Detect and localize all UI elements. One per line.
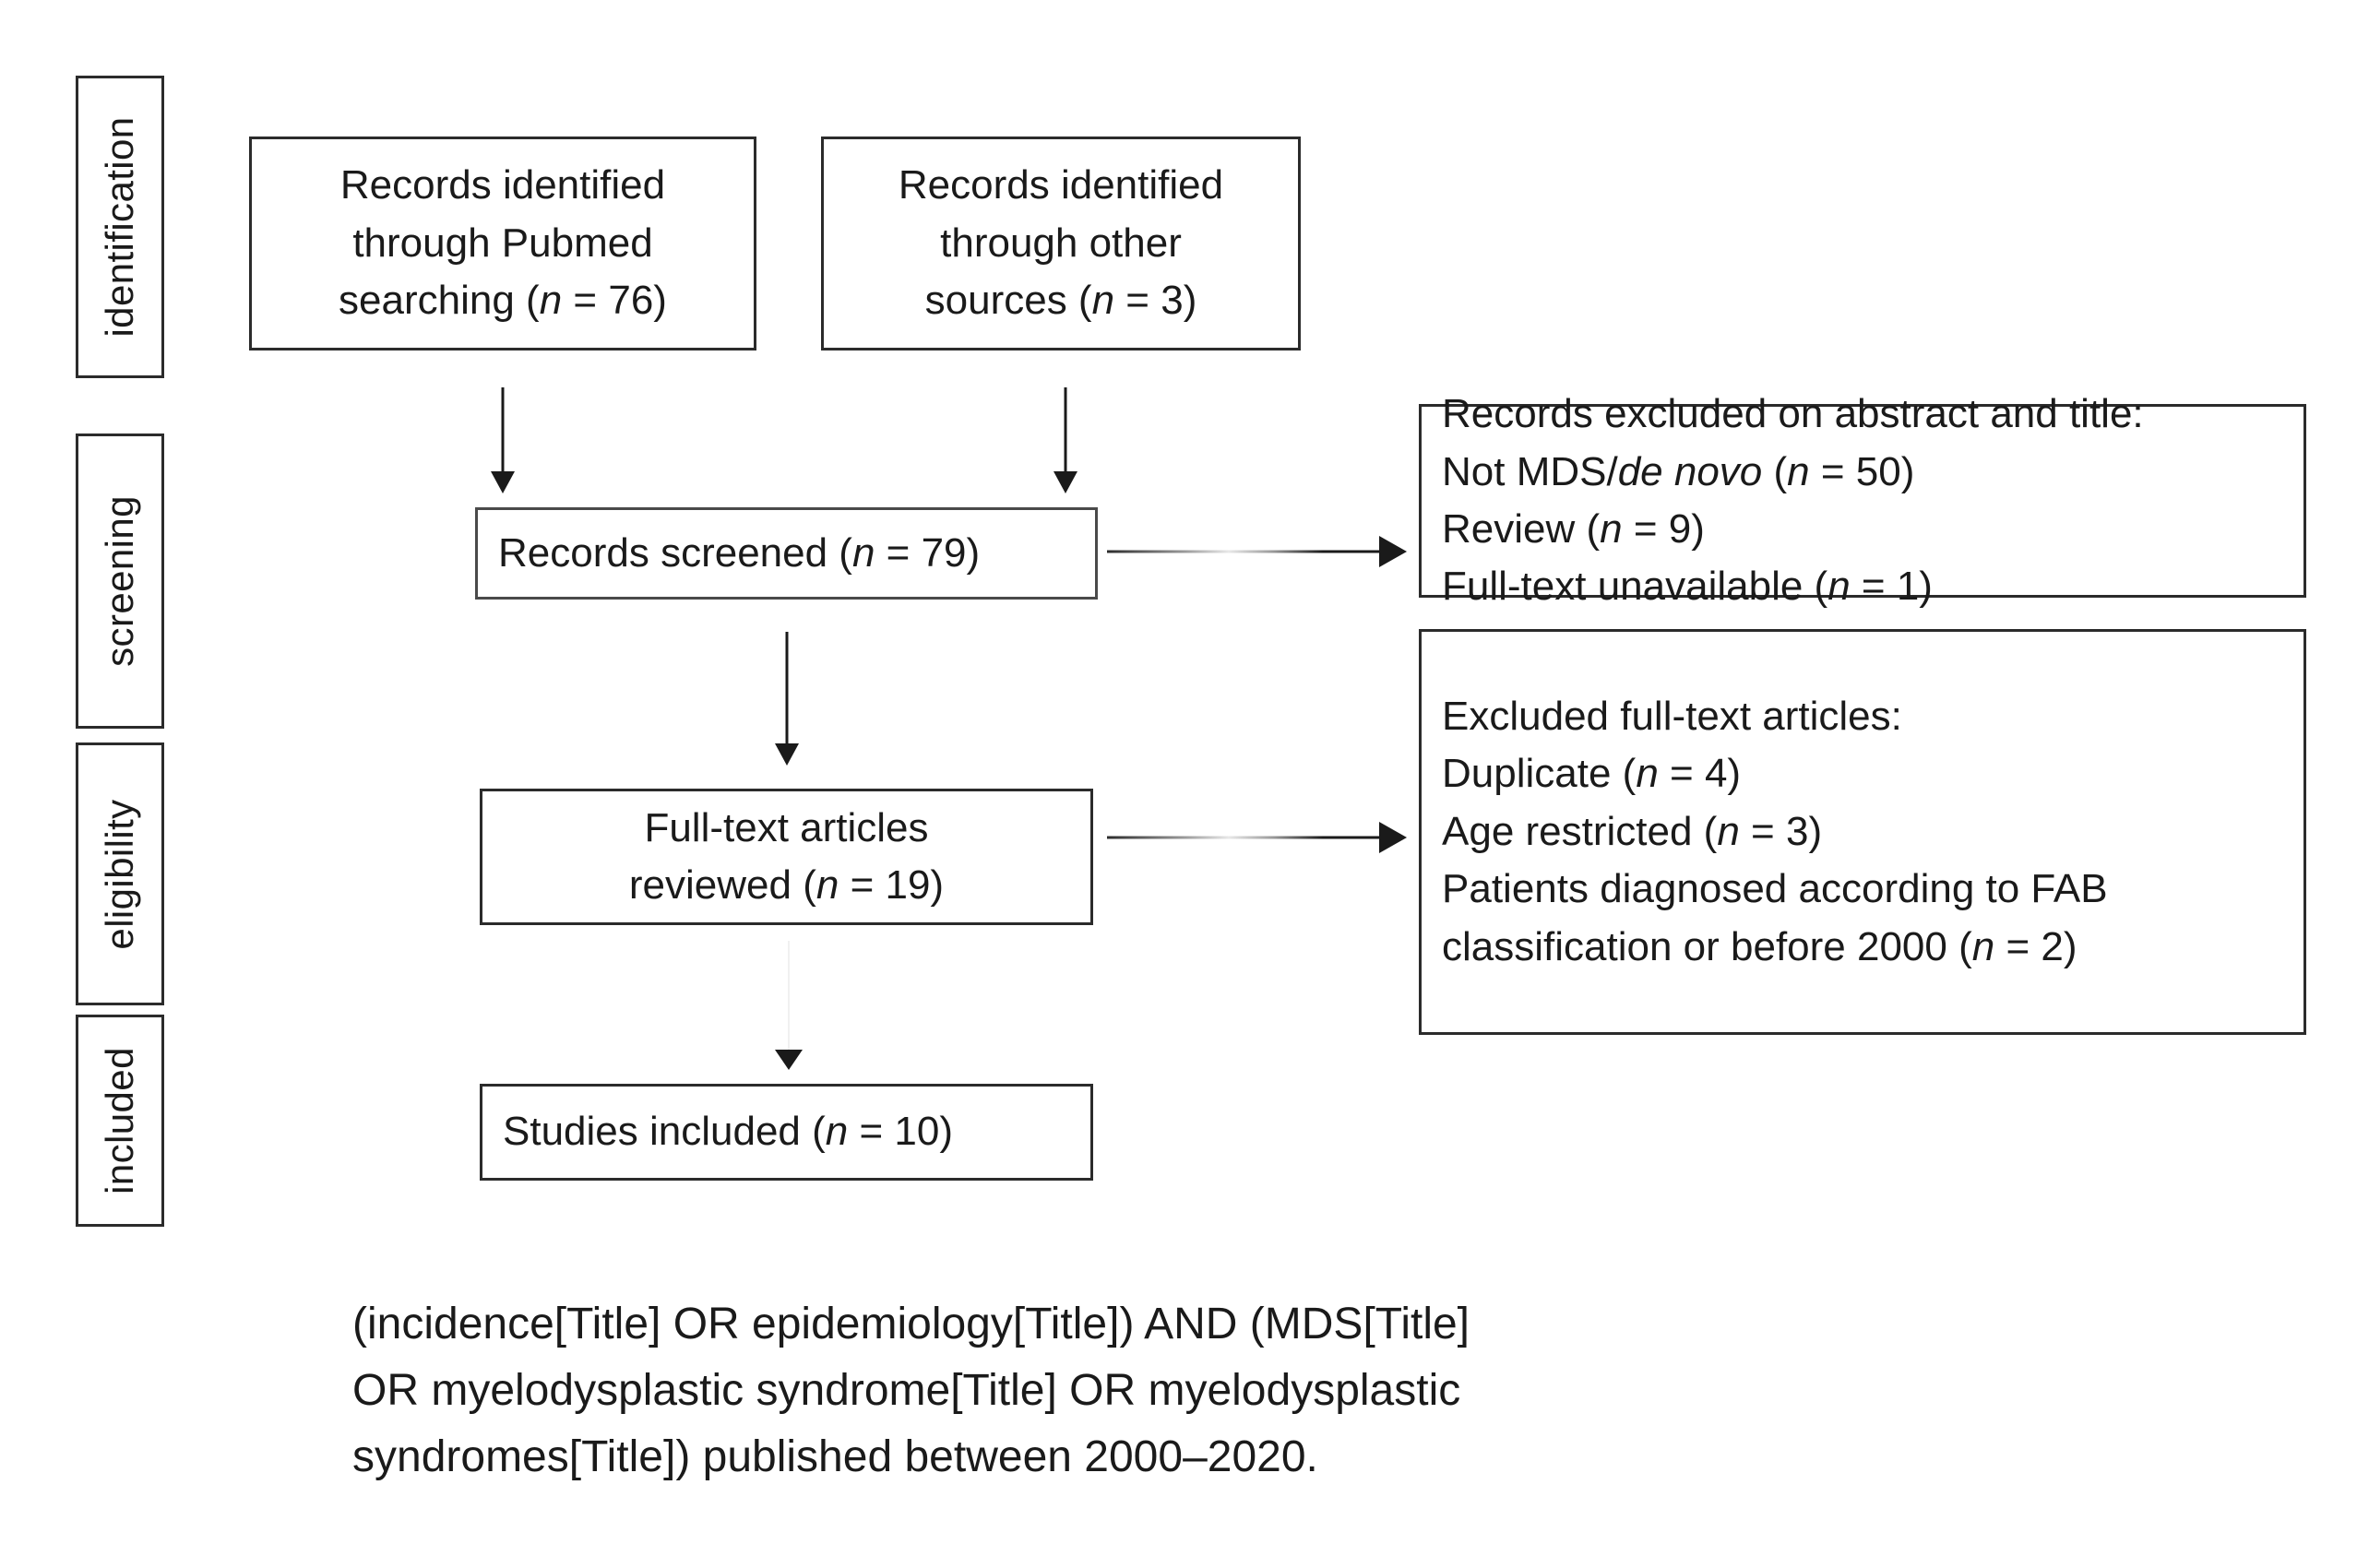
stage-box-identification: identification	[76, 76, 164, 378]
studies-included-text: Studies included (n = 10)	[503, 1109, 953, 1155]
stage-box-screening: screening	[76, 434, 164, 729]
pubmed-line-3: searching (n = 76)	[339, 278, 667, 324]
box-records-screened: Records screened (n = 79)	[475, 507, 1098, 600]
fulltext-line-1: Full-text articles	[644, 804, 929, 850]
records-screened-text: Records screened (n = 79)	[498, 529, 981, 576]
pubmed-line-2: through Pubmed	[352, 220, 653, 266]
box-records-identified-other: Records identified through other sources…	[821, 137, 1301, 350]
stage-label-eligibility: eligibility	[98, 798, 141, 950]
excluded-screening-item-2: Review (n = 9)	[1442, 506, 1705, 552]
arrow-pubmed-to-screened	[489, 387, 517, 493]
excluded-eligibility-item-3-line-2: classification or before 2000 (n = 2)	[1442, 923, 2077, 969]
other-line-2: through other	[940, 220, 1182, 266]
excluded-screening-item-3: Full-text unavailable (n = 1)	[1442, 564, 1933, 610]
excluded-screening-heading: Records excluded on abstract and title:	[1442, 391, 2144, 437]
fulltext-line-2: reviewed (n = 19)	[628, 862, 945, 908]
arrow-fulltext-to-excluded	[1107, 821, 1407, 854]
box-records-identified-pubmed: Records identified through Pubmed search…	[249, 137, 756, 350]
arrow-fulltext-to-included	[773, 941, 804, 1070]
stage-box-included: included	[76, 1015, 164, 1227]
other-line-3: sources (n = 3)	[924, 278, 1197, 324]
excluded-eligibility-item-2: Age restricted (n = 3)	[1442, 808, 1823, 854]
excluded-eligibility-heading: Excluded full-text articles:	[1442, 693, 1902, 739]
excluded-eligibility-item-1: Duplicate (n = 4)	[1442, 751, 1742, 797]
other-line-1: Records identified	[898, 162, 1224, 208]
stage-label-included: included	[98, 1047, 141, 1194]
stage-label-screening: screening	[98, 495, 141, 667]
excluded-screening-item-1: Not MDS/de novo (n = 50)	[1442, 448, 1915, 494]
box-studies-included: Studies included (n = 10)	[480, 1084, 1093, 1181]
arrow-screened-to-fulltext	[773, 632, 801, 766]
arrow-screened-to-excluded	[1107, 535, 1407, 568]
excluded-eligibility-item-3-line-1: Patients diagnosed according to FAB	[1442, 866, 2108, 912]
box-excluded-on-abstract-and-title: Records excluded on abstract and title: …	[1419, 391, 2306, 609]
arrow-other-to-screened	[1052, 387, 1079, 493]
stage-box-eligibility: eligibility	[76, 742, 164, 1005]
pubmed-line-1: Records identified	[339, 162, 666, 208]
box-fulltext-articles-reviewed: Full-text articles reviewed (n = 19)	[480, 789, 1093, 925]
box-excluded-fulltext-articles: Excluded full-text articles: Duplicate (…	[1419, 629, 2306, 1035]
stage-label-identification: identification	[98, 116, 141, 338]
search-query-caption: (incidence[Title] OR epidemiology[Title]…	[352, 1300, 1470, 1481]
